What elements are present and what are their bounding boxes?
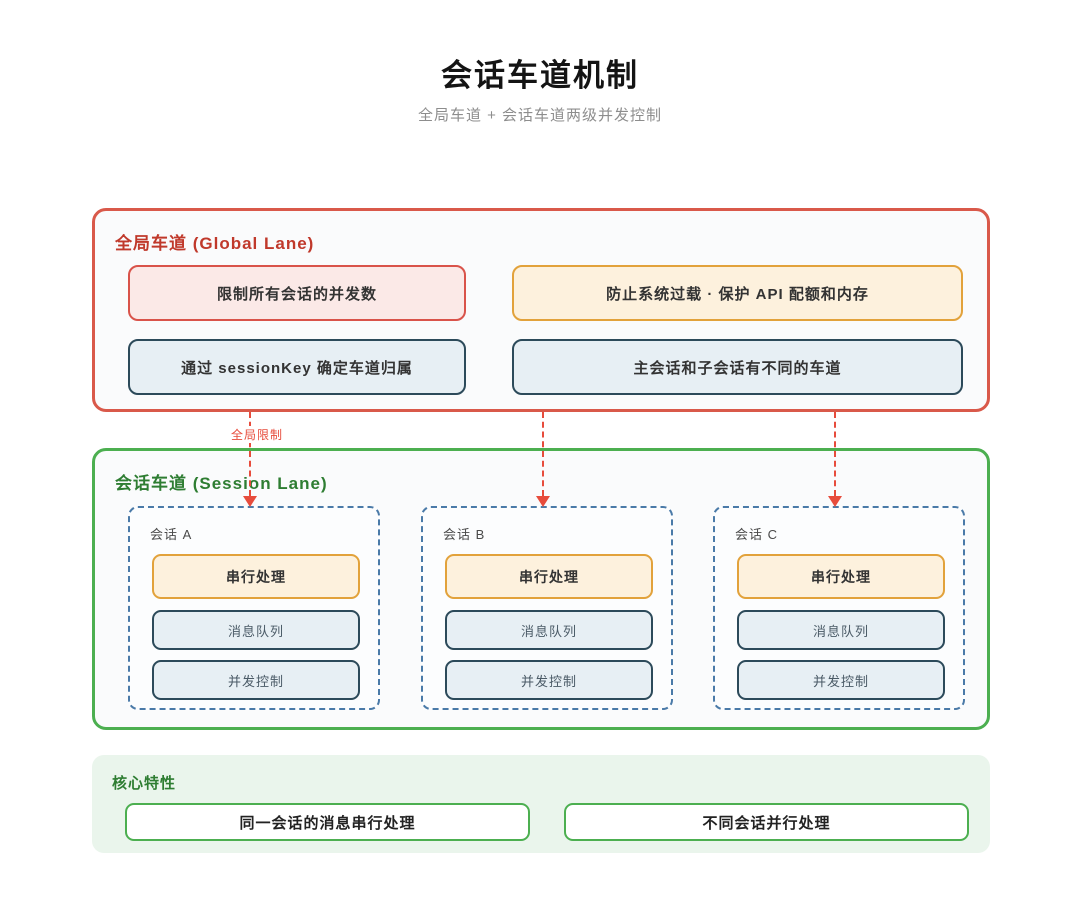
session-name: 会话 A (150, 527, 193, 542)
page-subtitle: 全局车道 + 会话车道两级并发控制 (417, 107, 663, 124)
core-features-label: 核心特性 (112, 775, 177, 792)
arrow-line (834, 412, 836, 496)
session-card-a: 会话 A 串行处理 消息队列 并发控制 (128, 506, 380, 710)
session-concurrency-control: 并发控制 (152, 660, 360, 700)
global-item-concurrency-limit: 限制所有会话的并发数 (128, 265, 466, 321)
session-message-queue: 消息队列 (445, 610, 653, 650)
global-item-sessionkey-routing: 通过 sessionKey 确定车道归属 (128, 339, 466, 395)
global-item-overload-protection: 防止系统过载 · 保护 API 配额和内存 (512, 265, 963, 321)
page-title: 会话车道机制 (441, 58, 639, 93)
down-arrow-icon-a (243, 412, 257, 508)
global-item-main-sub-lanes: 主会话和子会话有不同的车道 (512, 339, 963, 395)
down-arrow-icon-c (828, 412, 842, 508)
global-limit-arrow-label: 全局限制 (228, 426, 287, 443)
global-lane-label: 全局车道 (Global Lane) (115, 234, 315, 253)
session-lane-container: 会话车道 (Session Lane) 会话 A 串行处理 消息队列 并发控制 … (92, 448, 990, 730)
session-message-queue: 消息队列 (152, 610, 360, 650)
arrow-line (542, 412, 544, 496)
arrow-head (536, 496, 550, 507)
session-serial-processing: 串行处理 (737, 554, 945, 599)
session-name: 会话 B (443, 527, 486, 542)
arrow-head (828, 496, 842, 507)
session-lane-label: 会话车道 (Session Lane) (115, 474, 328, 493)
core-feature-serial-per-session: 同一会话的消息串行处理 (125, 803, 530, 841)
session-card-b: 会话 B 串行处理 消息队列 并发控制 (421, 506, 673, 710)
session-concurrency-control: 并发控制 (445, 660, 653, 700)
arrow-head (243, 496, 257, 507)
session-card-c: 会话 C 串行处理 消息队列 并发控制 (713, 506, 965, 710)
global-lane-container: 全局车道 (Global Lane) 限制所有会话的并发数 防止系统过载 · 保… (92, 208, 990, 412)
session-concurrency-control: 并发控制 (737, 660, 945, 700)
arrow-line (249, 412, 251, 496)
session-serial-processing: 串行处理 (152, 554, 360, 599)
down-arrow-icon-b (536, 412, 550, 508)
session-name: 会话 C (735, 527, 779, 542)
session-message-queue: 消息队列 (737, 610, 945, 650)
core-feature-parallel-across-sessions: 不同会话并行处理 (564, 803, 969, 841)
core-features-container: 核心特性 同一会话的消息串行处理 不同会话并行处理 (92, 755, 990, 853)
session-serial-processing: 串行处理 (445, 554, 653, 599)
